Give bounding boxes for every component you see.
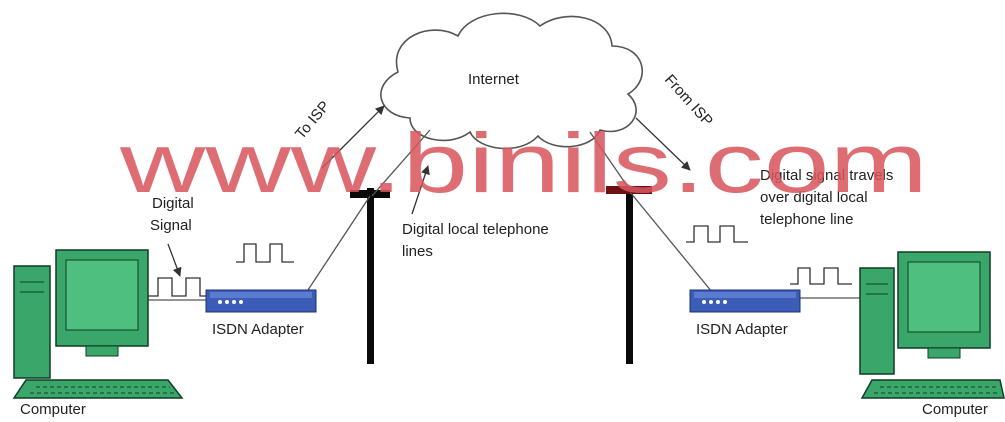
left-isdn-adapter bbox=[205, 289, 317, 313]
digital-signal-label-line1: Digital bbox=[152, 195, 194, 212]
right-isdn-adapter bbox=[689, 289, 801, 313]
local-lines-label-line1: Digital local telephone bbox=[402, 221, 549, 238]
right-computer-icon bbox=[859, 251, 1005, 399]
local-lines-label-line2: lines bbox=[402, 243, 433, 260]
to-isp-arrow bbox=[321, 105, 385, 169]
right-telephone-pole bbox=[606, 186, 652, 364]
left-computer-icon bbox=[12, 249, 184, 399]
signal-waves bbox=[148, 225, 852, 297]
internet-label: Internet bbox=[468, 71, 520, 88]
isdn-adapter-left-label: ISDN Adapter bbox=[212, 321, 304, 338]
digital-signal-label-line2: Signal bbox=[150, 217, 192, 234]
connection-lines bbox=[148, 129, 860, 301]
left-telephone-pole bbox=[350, 188, 390, 364]
from-isp-arrow bbox=[635, 117, 691, 171]
digital-signal-arrow bbox=[167, 243, 182, 277]
internet-cloud: Internet bbox=[380, 12, 644, 150]
local-line-arrow bbox=[411, 165, 430, 215]
signal-travels-label-line3: telephone line bbox=[760, 211, 853, 228]
signal-travels-label-line2: over digital local bbox=[760, 189, 868, 206]
computer-right-label: Computer bbox=[922, 401, 988, 417]
isdn-adapter-right-label: ISDN Adapter bbox=[696, 321, 788, 338]
computer-left-label: Computer bbox=[20, 401, 86, 417]
watermark-text: www.binils.com bbox=[119, 116, 928, 210]
signal-travels-label-line1: Digital signal travels bbox=[760, 167, 893, 184]
